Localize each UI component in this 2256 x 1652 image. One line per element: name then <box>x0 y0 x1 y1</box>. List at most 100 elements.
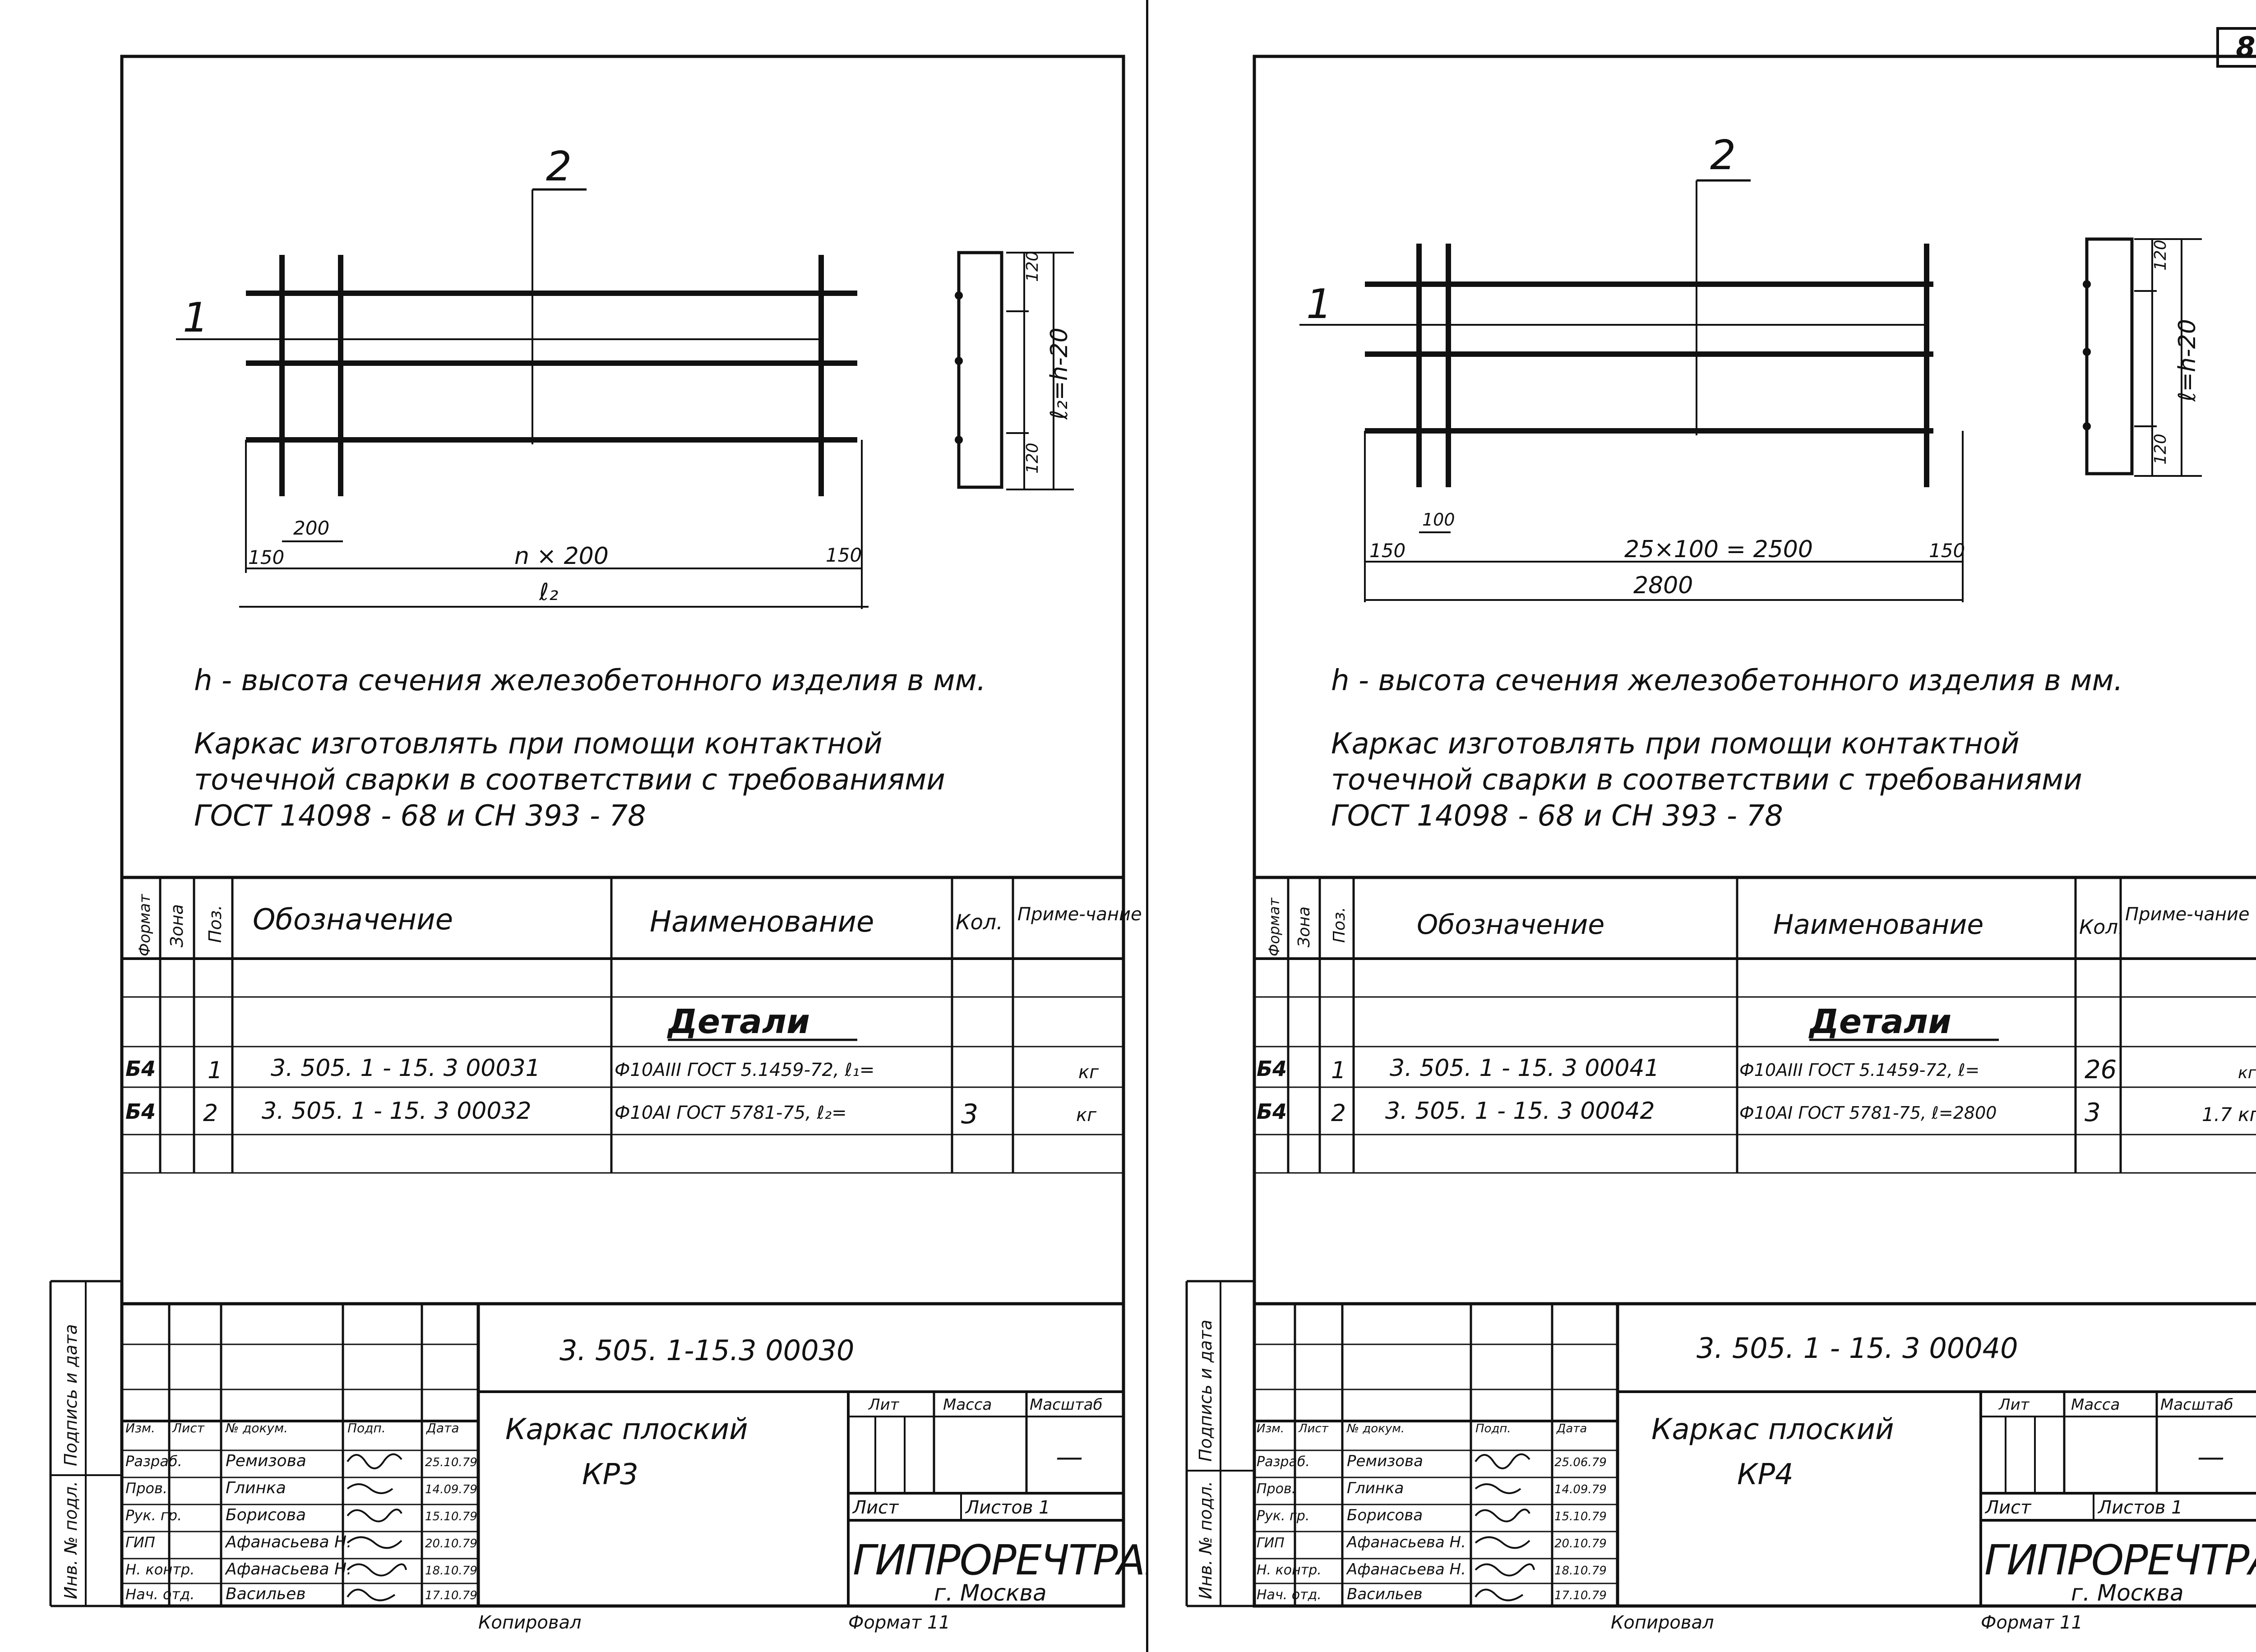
svg-text:15.10.79: 15.10.79 <box>1554 1510 1607 1523</box>
svg-text:кг: кг <box>2238 1064 2256 1082</box>
stamp-scale: Масштаб <box>1030 1396 1103 1414</box>
th-name: Наименование <box>650 905 874 939</box>
svg-text:20.10.79: 20.10.79 <box>1554 1537 1607 1550</box>
dim-120-bottom-right: 120 <box>2151 434 2170 465</box>
th-pos: Поз. <box>205 905 225 943</box>
stamp-roles: Разраб. Пров. Рук. гр. ГИП Н. контр. Нач… <box>125 1453 194 1603</box>
title-2-right: КР4 <box>1737 1458 1794 1491</box>
svg-text:25.06.79: 25.06.79 <box>1554 1456 1607 1469</box>
svg-text:Нач. отд.: Нач. отд. <box>125 1586 194 1603</box>
svg-text:Глинка: Глинка <box>1347 1479 1404 1497</box>
stamp-signatures-right <box>1475 1453 1535 1601</box>
page-number: 8 <box>2216 27 2256 68</box>
svg-text:Ф10АIII ГОСТ 5.1459-72, ℓ=: Ф10АIII ГОСТ 5.1459-72, ℓ= <box>1739 1060 1979 1080</box>
svg-text:3. 505. 1 - 15. 3 00042: 3. 505. 1 - 15. 3 00042 <box>1385 1098 1655 1125</box>
stamp-h-list: Лист <box>172 1421 205 1435</box>
svg-text:Глинка: Глинка <box>226 1479 286 1497</box>
svg-text:2: 2 <box>1331 1100 1346 1127</box>
svg-text:ГИП: ГИП <box>125 1534 155 1551</box>
th-note: Приме-чание <box>1017 904 1142 925</box>
stamp-sheet-right: Лист <box>1984 1497 2032 1518</box>
stamp-roles-right: Разраб. Пров. Рук. гр. ГИП Н. контр. Нач… <box>1257 1454 1322 1603</box>
side-label-inv-right: Инв. № подл. <box>1196 1481 1216 1599</box>
leader-label-1-right: 1 <box>1306 281 1332 328</box>
dim-h: ℓ₂=h-20 <box>1046 328 1073 420</box>
dim-200: 200 <box>293 517 329 539</box>
svg-text:Б4: Б4 <box>1257 1057 1287 1081</box>
org-city: г. Москва <box>934 1580 1047 1606</box>
stamp-h-sign-right: Подп. <box>1475 1422 1511 1435</box>
svg-text:1: 1 <box>208 1057 222 1084</box>
svg-text:1.7 кг: 1.7 кг <box>2202 1103 2256 1126</box>
side-label-sign-right: Подпись и дата <box>1196 1320 1216 1462</box>
svg-text:1: 1 <box>1331 1057 1346 1084</box>
svg-text:Борисова: Борисова <box>226 1506 306 1524</box>
svg-text:3: 3 <box>961 1098 978 1130</box>
doc-code-right: 3. 505. 1 - 15. 3 00040 <box>1697 1332 2018 1365</box>
side-label-inv: Инв. № подл. <box>61 1481 81 1599</box>
doc-code: 3. 505. 1-15.3 00030 <box>559 1334 854 1367</box>
dim-2800: 2800 <box>1633 572 1693 599</box>
svg-text:Рук. гр.: Рук. гр. <box>125 1507 182 1524</box>
svg-text:17.10.79: 17.10.79 <box>1554 1589 1607 1602</box>
stamp-h-date-right: Дата <box>1556 1422 1587 1435</box>
svg-text:Васильев: Васильев <box>1347 1585 1423 1603</box>
dim-2500: 25×100 = 2500 <box>1624 536 1813 563</box>
th-zone-right: Зона <box>1295 906 1313 947</box>
org-name: ГИПРОРЕЧТРАНС <box>853 1536 1146 1584</box>
stamp-sheets: Листов 1 <box>965 1497 1050 1518</box>
svg-text:Ф10АI ГОСТ 5781-75, ℓ=2800: Ф10АI ГОСТ 5781-75, ℓ=2800 <box>1739 1103 1997 1123</box>
svg-text:Б4: Б4 <box>125 1057 156 1081</box>
stamp-scale-value: — <box>1056 1441 1083 1473</box>
stamp-sheets-right: Листов 1 <box>2097 1497 2183 1518</box>
leader-label-1: 1 <box>183 294 208 341</box>
svg-text:кг: кг <box>1076 1105 1097 1126</box>
svg-text:25.10.79: 25.10.79 <box>425 1456 477 1469</box>
dim-150-left: 150 <box>248 546 284 568</box>
svg-text:3. 505. 1 - 15. 3 00041: 3. 505. 1 - 15. 3 00041 <box>1390 1055 1660 1082</box>
svg-text:Ф10АIII ГОСТ 5.1459-72, ℓ₁=: Ф10АIII ГОСТ 5.1459-72, ℓ₁= <box>615 1060 874 1080</box>
note-weld-3: ГОСТ 14098 - 68 и СН 393 - 78 <box>194 799 646 833</box>
svg-text:Пров.: Пров. <box>1257 1481 1296 1497</box>
org-city-right: г. Москва <box>2071 1580 2184 1606</box>
dim-120-top: 120 <box>1023 251 1042 282</box>
svg-text:3. 505. 1 - 15. 3 00032: 3. 505. 1 - 15. 3 00032 <box>262 1098 532 1125</box>
left-row-1: Б4 1 3. 505. 1 - 15. 3 00031 Ф10АIII ГОС… <box>125 1055 1099 1084</box>
svg-text:15.10.79: 15.10.79 <box>425 1510 477 1523</box>
stamp-h-izm-right: Изм. <box>1257 1422 1284 1435</box>
svg-text:Борисова: Борисова <box>1347 1506 1423 1524</box>
th-zone: Зона <box>167 904 187 947</box>
svg-text:Рук. гр.: Рук. гр. <box>1257 1508 1309 1524</box>
stamp-h-list-right: Лист <box>1298 1422 1329 1435</box>
stamp-dates: 25.10.79 14.09.79 15.10.79 20.10.79 18.1… <box>425 1456 477 1602</box>
svg-text:Ремизова: Ремизова <box>226 1452 306 1470</box>
svg-text:Пров.: Пров. <box>125 1480 167 1497</box>
svg-text:3. 505. 1 - 15. 3 00031: 3. 505. 1 - 15. 3 00031 <box>271 1055 541 1082</box>
stamp-signatures <box>347 1453 407 1601</box>
note-weld-1-right: Каркас изготовлять при помощи контактной <box>1331 727 2020 761</box>
svg-text:Ремизова: Ремизова <box>1347 1452 1423 1470</box>
th-name-right: Наименование <box>1773 909 1983 941</box>
left-sheet: 2 1 150 200 n × 200 150 ℓ₂ 120 120 ℓ₂=h-… <box>49 55 1146 1633</box>
svg-text:ГИП: ГИП <box>1257 1535 1285 1551</box>
svg-text:Н. контр.: Н. контр. <box>1257 1562 1322 1578</box>
format-label-right: Формат 11 <box>1981 1612 2083 1633</box>
stamp-names: Ремизова Глинка Борисова Афанасьева Н. А… <box>225 1452 351 1603</box>
svg-text:14.09.79: 14.09.79 <box>1554 1483 1607 1496</box>
org-name-right: ГИПРОРЕЧТРАНС <box>1984 1536 2256 1584</box>
stamp-scale-right: Масштаб <box>2160 1396 2233 1414</box>
svg-text:18.10.79: 18.10.79 <box>1554 1564 1607 1578</box>
th-format-right: Формат <box>1266 897 1283 956</box>
th-qty-right: Кол. <box>2079 916 2124 939</box>
svg-text:Б4: Б4 <box>1257 1099 1287 1124</box>
th-format: Формат <box>136 894 154 956</box>
dim-length: ℓ₂ <box>539 579 558 606</box>
svg-text:26: 26 <box>2085 1055 2117 1084</box>
note-h-right: h - высота сечения железобетонного издел… <box>1331 664 2123 697</box>
svg-text:14.09.79: 14.09.79 <box>425 1483 477 1496</box>
stamp-sheet: Лист <box>852 1497 899 1518</box>
svg-text:Н. контр.: Н. контр. <box>125 1561 194 1578</box>
leader-label-2: 2 <box>546 143 572 190</box>
stamp-h-doc: № докум. <box>225 1421 288 1435</box>
th-note-right: Приме-чание <box>2125 904 2250 925</box>
